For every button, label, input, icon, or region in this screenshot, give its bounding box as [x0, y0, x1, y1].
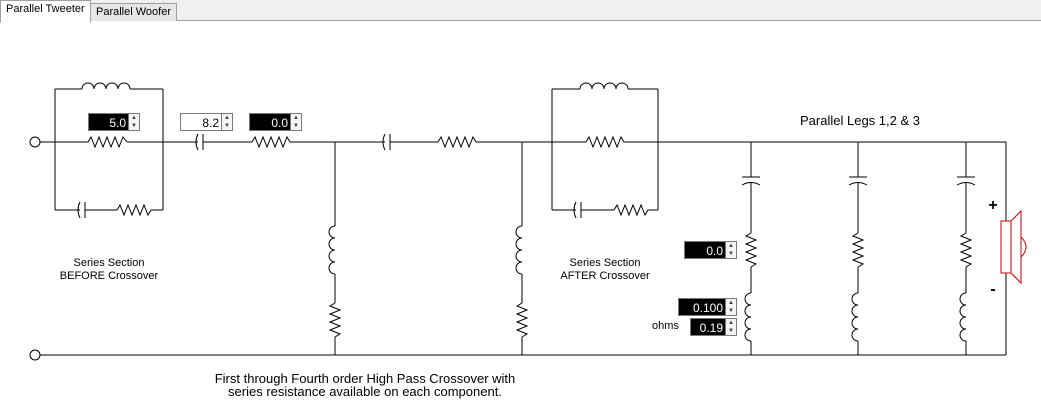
- spin-down-icon[interactable]: ▼: [224, 123, 230, 129]
- description-text: First through Fourth order High Pass Cro…: [190, 372, 540, 398]
- before-resistor-spinbox[interactable]: 5.0 ▲▼: [88, 113, 140, 131]
- speaker-icon: [1000, 209, 1027, 285]
- spin-up-icon[interactable]: ▲: [131, 115, 137, 121]
- cap1-value[interactable]: 8.2: [180, 113, 222, 131]
- cap1-resistor-spinbox[interactable]: 0.0 ▲▼: [249, 113, 302, 131]
- spin-up-icon[interactable]: ▲: [728, 243, 734, 249]
- shunt1-inductor: [328, 225, 336, 275]
- before-resistor-arrows[interactable]: ▲▼: [129, 113, 140, 131]
- spin-down-icon[interactable]: ▼: [728, 308, 734, 314]
- parallel-leg-3: [956, 142, 976, 355]
- series-before-line2: BEFORE Crossover: [59, 270, 159, 282]
- leg1-resistor-value[interactable]: 0.0: [684, 241, 726, 259]
- cap1-resistor: [251, 135, 291, 149]
- parallel-leg-2: [848, 142, 868, 355]
- leg1-resistor-spinbox[interactable]: 0.0 ▲▼: [684, 241, 737, 259]
- spin-down-icon[interactable]: ▼: [728, 251, 734, 257]
- cap2-resistor: [437, 135, 477, 149]
- leg1-inductor-ohms-value[interactable]: 0.19: [690, 318, 726, 336]
- tab-parallel-tweeter[interactable]: Parallel Tweeter: [0, 0, 91, 23]
- cap1-spinbox[interactable]: 8.2 ▲▼: [180, 113, 233, 131]
- before-resistor: [87, 135, 128, 149]
- spin-up-icon[interactable]: ▲: [728, 300, 734, 306]
- parallel-leg-1: [741, 142, 761, 355]
- cap1-resistor-arrows[interactable]: ▲▼: [291, 113, 302, 131]
- before-resistor-value[interactable]: 5.0: [88, 113, 129, 131]
- leg1-inductor-value[interactable]: 0.100: [678, 298, 726, 316]
- tab-parallel-woofer[interactable]: Parallel Woofer: [90, 3, 177, 22]
- shunt1-resistor: [328, 302, 342, 338]
- parallel-legs-label: Parallel Legs 1,2 & 3: [800, 113, 920, 128]
- series-before-line1: Series Section: [73, 257, 145, 269]
- plus-label: +: [988, 197, 998, 214]
- spin-down-icon[interactable]: ▼: [131, 123, 137, 129]
- leg1-inductor-ohms-arrows[interactable]: ▲▼: [726, 318, 737, 336]
- shunt2-resistor: [515, 302, 529, 338]
- series-after-line1: Series Section: [569, 257, 641, 269]
- spin-down-icon[interactable]: ▼: [293, 123, 299, 129]
- after-resistor: [585, 135, 625, 149]
- cap1-curve: [195, 133, 199, 151]
- before-bottom-resistor: [116, 203, 152, 217]
- series-before-label: Series Section BEFORE Crossover: [50, 257, 168, 283]
- shunt2-inductor: [515, 225, 523, 275]
- crossover-schematic: [29, 82, 1027, 361]
- spin-up-icon[interactable]: ▲: [293, 115, 299, 121]
- cap1-arrows[interactable]: ▲▼: [222, 113, 233, 131]
- ohms-label: ohms: [652, 320, 679, 332]
- tab-bar: Parallel Tweeter Parallel Woofer: [0, 0, 1041, 23]
- series-after-line2: AFTER Crossover: [560, 270, 650, 282]
- leg1-inductor-spinbox[interactable]: 0.100 ▲▼: [678, 298, 737, 316]
- leg1-inductor-arrows[interactable]: ▲▼: [726, 298, 737, 316]
- leg1-inductor-ohms-spinbox[interactable]: 0.19 ▲▼: [690, 318, 737, 336]
- series-after-label: Series Section AFTER Crossover: [546, 257, 664, 283]
- leg1-resistor-arrows[interactable]: ▲▼: [726, 241, 737, 259]
- cap1-resistor-value[interactable]: 0.0: [249, 113, 291, 131]
- description-line1: First through Fourth order High Pass Cro…: [214, 371, 516, 386]
- schematic-panel: 5.0 ▲▼ 8.2 ▲▼ 0.0 ▲▼ 0.0 ▲▼ 0.100 ▲▼ 0.1…: [0, 21, 1041, 408]
- cap2-curve: [382, 133, 386, 151]
- after-bottom-resistor: [613, 203, 649, 217]
- spin-up-icon[interactable]: ▲: [224, 115, 230, 121]
- before-cap-curve: [77, 201, 81, 219]
- after-cap-curve: [573, 201, 577, 219]
- before-inductor: [81, 82, 131, 90]
- minus-label: -: [990, 281, 996, 298]
- spin-down-icon[interactable]: ▼: [728, 328, 734, 334]
- input-terminal-top: [29, 136, 41, 148]
- description-line2: series resistance available on each comp…: [228, 384, 502, 399]
- spin-up-icon[interactable]: ▲: [728, 320, 734, 326]
- after-inductor: [579, 82, 629, 90]
- input-terminal-bottom: [29, 349, 41, 361]
